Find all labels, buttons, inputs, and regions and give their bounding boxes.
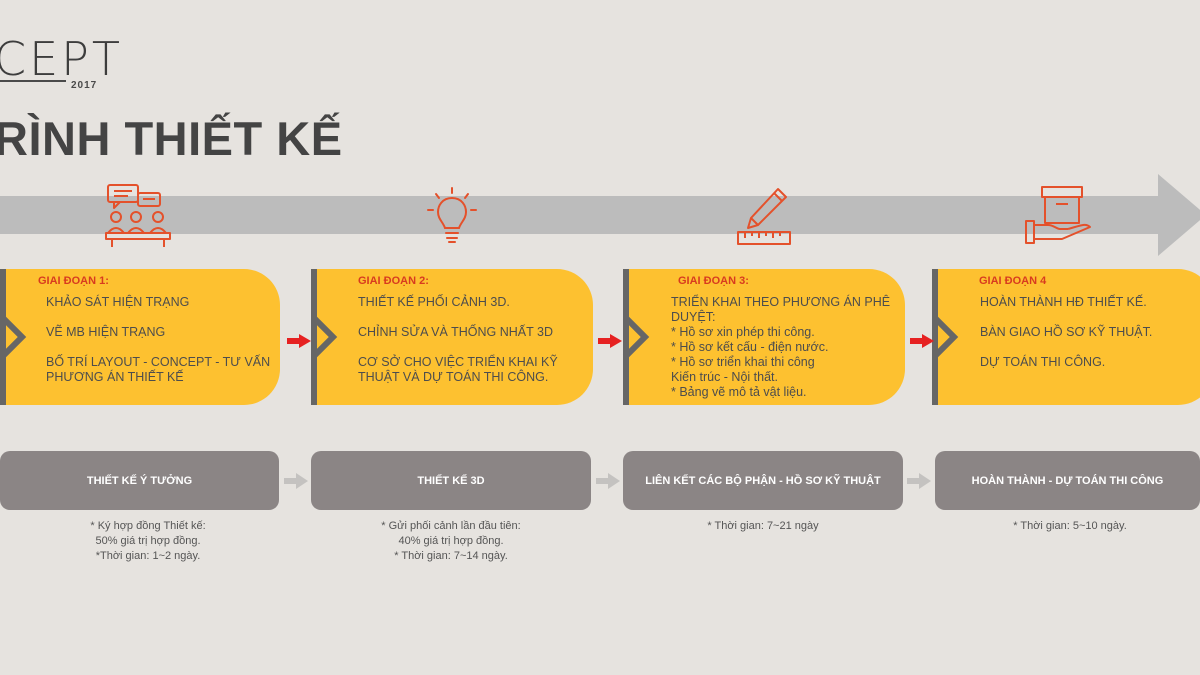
stage-heading: GIAI ĐOẠN 2: — [358, 275, 429, 287]
stage-note-2: * Gửi phối cảnh lần đầu tiên: 40% giá tr… — [311, 519, 591, 564]
arrow-right-icon — [907, 473, 931, 489]
stage-note-4: * Thời gian: 5~10 ngày. — [930, 519, 1200, 534]
timeline-arrow — [0, 174, 1200, 256]
arrow-right-icon — [596, 473, 620, 489]
page-title: RÌNH THIẾT KẾ — [0, 112, 343, 165]
stage-line: * Hồ sơ triển khai thi công — [671, 355, 815, 369]
stage-line: TRIỂN KHAI THEO PHƯƠNG ÁN PHÊ — [671, 295, 891, 309]
stage-line: * Hồ sơ xin phép thi công. — [671, 325, 815, 339]
stage-card-1: GIAI ĐOẠN 1: KHẢO SÁT HIỆN TRẠNG VẼ MB H… — [0, 269, 280, 405]
stage-line: VẼ MB HIỆN TRẠNG — [46, 325, 166, 339]
note-line: * Ký hợp đồng Thiết kế: — [90, 520, 206, 532]
logo-text: CEPT — [0, 32, 124, 86]
stage-line: PHƯƠNG ÁN THIẾT KẾ — [46, 370, 184, 384]
chevron-right-icon — [0, 314, 27, 360]
stage-line: THUẬT VÀ DỰ TOÁN THI CÔNG. — [358, 370, 549, 384]
stage-line: THIẾT KẾ PHỐI CẢNH 3D. — [358, 295, 510, 309]
stage-line: BÀN GIAO HỒ SƠ KỸ THUẬT. — [980, 325, 1153, 339]
stage-card-2: GIAI ĐOẠN 2: THIẾT KẾ PHỐI CẢNH 3D. CHỈN… — [310, 269, 593, 405]
note-line: 50% giá trị hợp đồng. — [95, 535, 201, 547]
stage-line: CƠ SỞ CHO VIỆC TRIỂN KHAI KỸ — [358, 355, 558, 369]
note-line: * Thời gian: 7~14 ngày. — [394, 550, 508, 562]
stage-heading: GIAI ĐOẠN 4 — [979, 275, 1047, 287]
stage-description: TRIỂN KHAI THEO PHƯƠNG ÁN PHÊ DUYỆT: * H… — [671, 295, 897, 400]
chevron-right-icon — [310, 314, 338, 360]
stage-line: HOÀN THÀNH HĐ THIẾT KẾ. — [980, 295, 1147, 309]
phase-box-4: HOÀN THÀNH - DỰ TOÁN THI CÔNG — [935, 451, 1200, 510]
lightbulb-icon — [427, 187, 477, 243]
phase-box-2: THIẾT KẾ 3D — [311, 451, 591, 510]
stage-line: DUYỆT: — [671, 310, 716, 324]
stage-card-4: GIAI ĐOẠN 4 HOÀN THÀNH HĐ THIẾT KẾ. BÀN … — [931, 269, 1200, 405]
stage-heading: GIAI ĐOẠN 1: — [38, 275, 109, 287]
pencil-ruler-icon — [737, 188, 791, 245]
stage-line: Kiến trúc - Nội thất. — [671, 370, 778, 384]
box-handover-icon — [1025, 186, 1091, 244]
team-meeting-icon — [105, 184, 171, 247]
stage-heading: GIAI ĐOẠN 3: — [678, 275, 749, 287]
phase-box-1: THIẾT KẾ Ý TƯỞNG — [0, 451, 279, 510]
stage-note-1: * Ký hợp đồng Thiết kế: 50% giá trị hợp … — [8, 519, 288, 564]
stage-line: BỐ TRÍ LAYOUT - CONCEPT - TƯ VẤN — [46, 355, 271, 369]
stage-card-3: GIAI ĐOẠN 3: TRIỂN KHAI THEO PHƯƠNG ÁN P… — [622, 269, 905, 405]
stage-line: * Hồ sơ kết cấu - điện nước. — [671, 340, 829, 354]
phase-box-3: LIÊN KẾT CÁC BỘ PHẬN - HỒ SƠ KỸ THUẬT — [623, 451, 903, 510]
chevron-right-icon — [931, 314, 959, 360]
stage-description: HOÀN THÀNH HĐ THIẾT KẾ. BÀN GIAO HỒ SƠ K… — [980, 295, 1200, 370]
note-line: *Thời gian: 1~2 ngày. — [95, 550, 201, 562]
stage-line: * Bảng vẽ mô tả vật liệu. — [671, 385, 807, 399]
stage-line: DỰ TOÁN THI CÔNG. — [980, 355, 1106, 369]
note-line: * Thời gian: 7~21 ngày — [707, 520, 819, 532]
arrow-right-icon — [284, 473, 308, 489]
stage-note-3: * Thời gian: 7~21 ngày — [623, 519, 903, 534]
stage-description: KHẢO SÁT HIỆN TRẠNG VẼ MB HIỆN TRẠNG BỐ … — [46, 295, 272, 385]
logo-underline — [0, 80, 66, 82]
stage-line: KHẢO SÁT HIỆN TRẠNG — [46, 295, 190, 309]
stage-description: THIẾT KẾ PHỐI CẢNH 3D. CHỈNH SỬA VÀ THỐN… — [358, 295, 585, 385]
arrow-right-icon — [598, 334, 622, 348]
note-line: 40% giá trị hợp đồng. — [398, 535, 504, 547]
chevron-right-icon — [622, 314, 650, 360]
note-line: * Thời gian: 5~10 ngày. — [1013, 520, 1127, 532]
stage-line: CHỈNH SỬA VÀ THỐNG NHẤT 3D — [358, 325, 553, 339]
arrow-right-icon — [910, 334, 934, 348]
note-line: * Gửi phối cảnh lần đầu tiên: — [381, 520, 521, 532]
logo-year: 2017 — [71, 80, 98, 91]
arrow-right-icon — [287, 334, 311, 348]
